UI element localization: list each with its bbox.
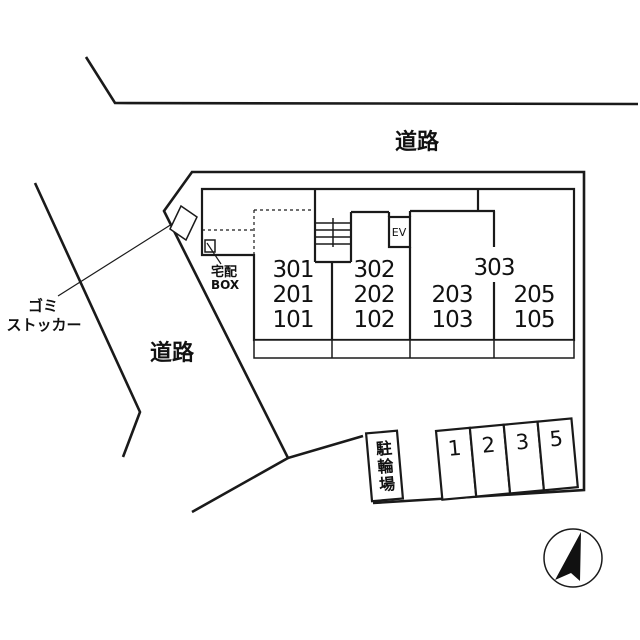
delivery-box-label-line2: BOX	[211, 278, 240, 292]
stairs	[316, 218, 350, 247]
garbage-stocker-label-line2: ストッカー	[6, 316, 81, 334]
delivery-box	[204, 239, 216, 253]
balcony-strip	[253, 339, 575, 359]
room-label: 201	[273, 282, 314, 308]
room-labels: 301 201 101 302 202 102 303 203 103 205 …	[273, 255, 556, 333]
road-edge-left	[33, 182, 142, 458]
room-label: 105	[514, 307, 555, 333]
room-label: 103	[432, 307, 473, 333]
elevator-label: EV	[392, 226, 407, 239]
parking-stall	[536, 417, 579, 492]
compass-circle	[543, 528, 603, 588]
garbage-stocker-box	[169, 204, 198, 242]
road-label-top: 道路	[395, 129, 440, 155]
elevator-box	[387, 215, 412, 249]
bicycle-parking: 駐輪場	[364, 429, 405, 503]
road-label-left: 道路	[150, 340, 195, 366]
road-edge-bottom-left	[191, 456, 289, 514]
garbage-stocker-label-line1: ゴミ	[28, 297, 58, 315]
garbage-stocker-leader-line	[57, 223, 173, 297]
parking-stall-number: 2	[481, 433, 497, 458]
room-label: 202	[354, 282, 395, 308]
room-label: 301	[273, 257, 314, 283]
bicycle-parking-label: 駐輪場	[372, 438, 396, 494]
room-label: 205	[514, 282, 555, 308]
site-boundary	[162, 170, 586, 505]
room-label: 102	[354, 307, 395, 333]
room-label: 302	[354, 257, 395, 283]
compass-needle	[555, 532, 581, 581]
bicycle-parking-box	[364, 429, 405, 503]
north-arrow-icon	[543, 528, 603, 588]
room-label: 303	[474, 255, 515, 281]
delivery-box-leader-line	[206, 242, 222, 265]
room-label: 203	[432, 282, 473, 308]
room-label: 101	[273, 307, 314, 333]
parking-stall-number: 1	[447, 436, 463, 461]
parking-stalls: 1 2 3 5	[434, 417, 579, 501]
delivery-box-label-line1: 宅配	[211, 264, 237, 280]
parking-stall-number: 5	[548, 426, 564, 451]
parking-stall-numbers: 1 2 3 5	[447, 426, 564, 461]
parking-stall-number: 3	[515, 430, 531, 455]
road-edge-top	[84, 56, 639, 106]
